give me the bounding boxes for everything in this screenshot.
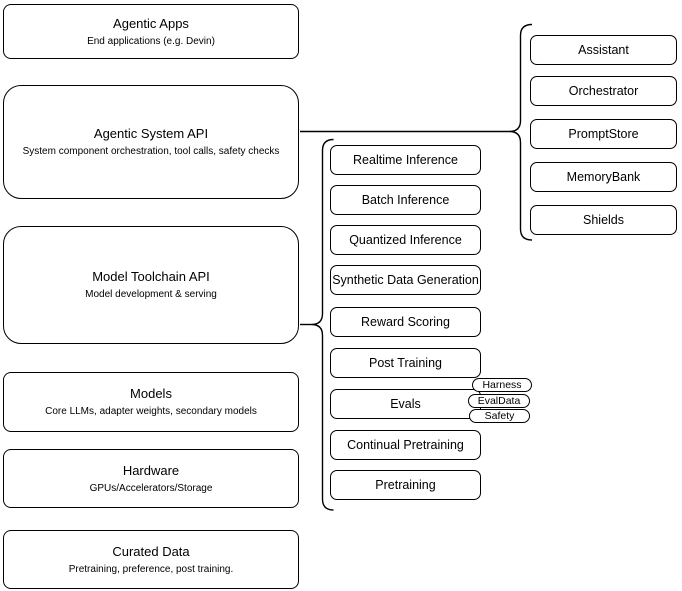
node-models: Models Core LLMs, adapter weights, secon… xyxy=(3,372,299,432)
node-memorybank: MemoryBank xyxy=(530,162,677,192)
node-synthetic-data-generation: Synthetic Data Generation xyxy=(330,265,481,295)
node-orchestrator: Orchestrator xyxy=(530,76,677,106)
system-brace xyxy=(509,23,533,241)
node-title: Curated Data xyxy=(112,543,190,559)
node-evals: Evals xyxy=(330,389,481,419)
node-hardware: Hardware GPUs/Accelerators/Storage xyxy=(3,449,299,508)
node-subtitle: Model development & serving xyxy=(85,289,217,300)
node-assistant: Assistant xyxy=(530,35,677,65)
tag-safety: Safety xyxy=(469,409,530,423)
node-subtitle: GPUs/Accelerators/Storage xyxy=(89,482,213,494)
node-quantized-inference: Quantized Inference xyxy=(330,225,481,255)
node-batch-inference: Batch Inference xyxy=(330,185,481,215)
tag-harness: Harness xyxy=(472,378,532,392)
node-pretraining: Pretraining xyxy=(330,470,481,500)
node-promptstore: PromptStore xyxy=(530,119,677,149)
node-agentic-system-api: Agentic System API System component orch… xyxy=(3,85,299,199)
node-subtitle: System component orchestration, tool cal… xyxy=(22,146,280,157)
node-post-training: Post Training xyxy=(330,348,481,378)
node-realtime-inference: Realtime Inference xyxy=(330,145,481,175)
node-continual-pretraining: Continual Pretraining xyxy=(330,430,481,460)
tag-evaldata: EvalData xyxy=(468,394,530,408)
node-title: Agentic System API xyxy=(93,126,209,141)
node-agentic-apps: Agentic Apps End applications (e.g. Devi… xyxy=(3,4,299,59)
node-shields: Shields xyxy=(530,205,677,235)
node-subtitle: Pretraining, preference, post training. xyxy=(68,563,234,575)
node-subtitle: End applications (e.g. Devin) xyxy=(87,35,215,47)
node-title: Models xyxy=(130,386,172,401)
toolchain-brace xyxy=(311,138,334,511)
node-reward-scoring: Reward Scoring xyxy=(330,307,481,337)
node-subtitle: Core LLMs, adapter weights, secondary mo… xyxy=(45,406,257,417)
node-curated-data: Curated Data Pretraining, preference, po… xyxy=(3,530,299,589)
node-title: Model Toolchain API xyxy=(92,269,210,284)
node-title: Agentic Apps xyxy=(113,15,189,31)
node-title: Hardware xyxy=(122,462,180,478)
node-model-toolchain-api: Model Toolchain API Model development & … xyxy=(3,226,299,344)
